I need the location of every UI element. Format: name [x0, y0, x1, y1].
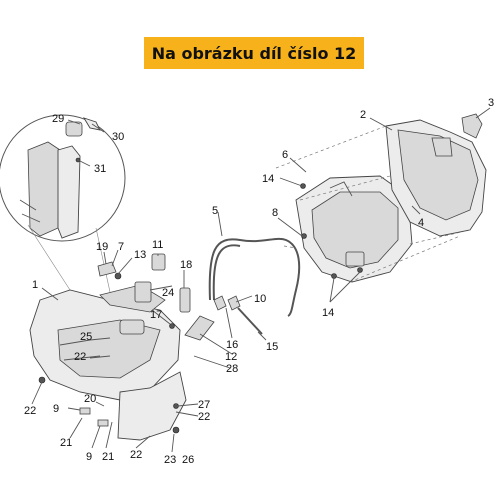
screw-8: [301, 233, 307, 239]
part-11-box: [151, 253, 166, 271]
label-14b: 14: [322, 307, 334, 319]
label-23: 23: [164, 454, 176, 466]
label-13: 13: [134, 249, 146, 261]
leader-lines: [31, 107, 491, 453]
part-5-seal: [208, 237, 301, 317]
label-28: 28: [226, 363, 238, 375]
label-22a: 22: [74, 351, 86, 363]
label-6: 6: [282, 149, 288, 161]
label-29: 29: [52, 113, 64, 125]
label-12: 12: [225, 351, 237, 363]
label-3: 3: [488, 97, 494, 109]
part-banner: Na obrázku díl číslo 12: [144, 37, 364, 69]
label-21a: 21: [60, 437, 72, 449]
label-11: 11: [152, 239, 163, 251]
label-8: 8: [272, 207, 278, 219]
label-7: 7: [118, 241, 124, 253]
label-1: 1: [32, 279, 38, 291]
inset-link-a: [27, 224, 71, 291]
clip-9a: [79, 407, 91, 415]
part-12-cover: [184, 315, 215, 341]
inset-lines: [19, 199, 41, 223]
label-22b: 22: [24, 405, 36, 417]
label-9b: 9: [86, 451, 92, 463]
label-24: 24: [162, 287, 174, 299]
part-16-latch-b: [227, 295, 241, 311]
part-3-emblem: [461, 113, 483, 139]
part-18-pad: [179, 287, 191, 313]
leader-29: [67, 119, 81, 125]
screw-14c: [357, 267, 363, 273]
label-4: 4: [418, 217, 424, 229]
label-17: 17: [150, 309, 162, 321]
label-5: 5: [212, 205, 218, 217]
screw-26: [172, 426, 180, 434]
label-19: 19: [96, 241, 108, 253]
part-16-latch-a: [213, 295, 227, 311]
part-1-inner-panel: [29, 284, 187, 441]
label-15: 15: [266, 341, 278, 353]
part-6-glovebox: [295, 175, 413, 283]
label-18: 18: [180, 259, 192, 271]
leader-30: [91, 123, 105, 133]
screw-14b: [331, 273, 337, 279]
inset-bracket: [57, 145, 81, 239]
part-19-clip: [97, 261, 117, 277]
label-22c: 22: [130, 449, 142, 461]
clip-9b: [97, 419, 109, 427]
inset-link-b: [95, 227, 111, 293]
leader-31: [77, 159, 91, 167]
detail-inset: [0, 114, 126, 242]
label-16: 16: [226, 339, 238, 351]
label-31: 31: [94, 163, 106, 175]
label-26: 26: [182, 454, 194, 466]
label-22d: 22: [198, 411, 210, 423]
label-30: 30: [112, 131, 124, 143]
label-20: 20: [84, 393, 96, 405]
part-2-outer-cover: [385, 119, 487, 237]
label-27: 27: [198, 399, 210, 411]
part-17-screw: [169, 323, 175, 329]
screw-14a: [300, 183, 306, 189]
inset-body: [27, 141, 61, 237]
part-24-bracket: [134, 281, 152, 303]
part-13-screw: [114, 272, 122, 280]
label-2: 2: [360, 109, 366, 121]
label-14a: 14: [262, 173, 274, 185]
callout-labels: 1 2 3 4 5 6 7 8 9 9 10 11 12 13 14 14 15…: [24, 97, 494, 466]
label-10: 10: [254, 293, 266, 305]
label-21b: 21: [102, 451, 114, 463]
screw-27: [173, 403, 179, 409]
label-9a: 9: [53, 403, 59, 415]
label-25: 25: [80, 331, 92, 343]
part-15-rod: [237, 307, 263, 335]
